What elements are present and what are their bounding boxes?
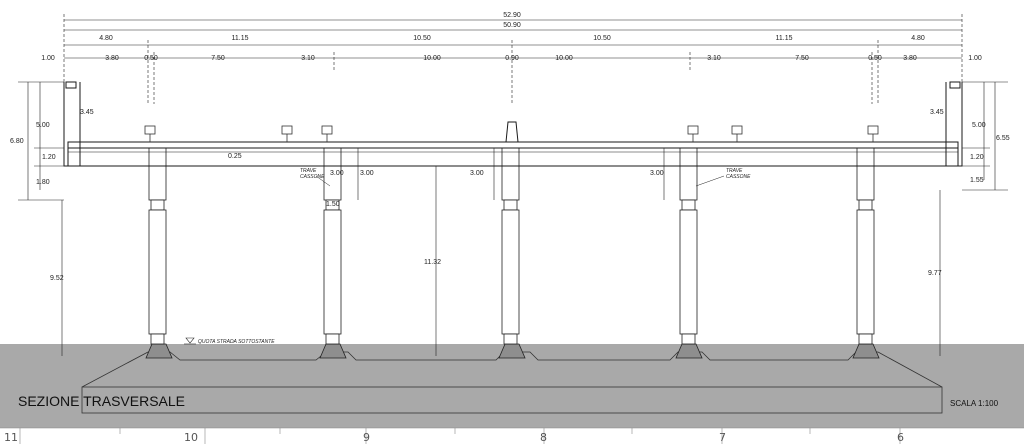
dim-left-1: 5.00: [36, 122, 50, 129]
dim-right-4: 1.55: [970, 177, 984, 184]
ruler-strip: [0, 428, 1024, 444]
dim-row1-1: 4.80: [99, 35, 113, 42]
dim-right-5: 9.77: [928, 270, 942, 277]
drawing-title: SEZIONE TRASVERSALE: [18, 393, 185, 409]
beam-label-left-2: CASSONE: [300, 174, 325, 180]
dim-row1-5: 11.15: [776, 35, 793, 42]
pier-4: [679, 147, 698, 345]
dim-left-2: 6.80: [10, 138, 24, 145]
dim-row2-9: 3.10: [707, 55, 721, 62]
piers: [148, 147, 875, 345]
ruler-label-6: 6: [897, 431, 904, 444]
dim-inner-7: 3.00: [650, 170, 664, 177]
dim-row1-2: 11.15: [232, 35, 249, 42]
pier-5: [856, 147, 875, 345]
dim-inner-3: 0.25: [228, 153, 242, 160]
ruler-label-3: 9: [363, 431, 370, 444]
dim-inner-9: 11.32: [424, 259, 441, 266]
dim-inner-4: 3.00: [360, 170, 374, 177]
ruler-label-2: 10: [184, 431, 198, 444]
dim-row2-3: 0.50: [144, 55, 158, 62]
dim-row1-6: 4.80: [911, 35, 925, 42]
dim-row2-13: 1.00: [968, 55, 982, 62]
dim-row2-6: 10.00: [423, 55, 441, 62]
dim-right-2: 6.55: [996, 135, 1010, 142]
dim-inner-1: 3.45: [80, 109, 94, 116]
top-dimension-lines: [63, 14, 963, 104]
dim-row2-2: 3.80: [105, 55, 119, 62]
road-level-label: QUOTA STRADA SOTTOSTANTE: [198, 339, 275, 345]
ruler-label-5: 7: [719, 431, 726, 444]
dim-row2-7: 0.90: [505, 55, 519, 62]
dim-row2-12: 3.80: [903, 55, 917, 62]
ground-area: [0, 344, 1024, 444]
ruler-label-1: 11: [4, 431, 18, 444]
scale-label: SCALA 1:100: [950, 399, 999, 408]
pier-2: [323, 147, 342, 345]
dim-inner-5: 3.00: [330, 170, 344, 177]
dim-inner-8: 1.50: [326, 201, 340, 208]
pier-3: [501, 147, 520, 345]
dim-row2-4: 7.50: [211, 55, 225, 62]
beam-label-left-1: TRAVE: [300, 168, 317, 174]
ruler-label-4: 8: [540, 431, 547, 444]
dim-inner-6: 3.00: [470, 170, 484, 177]
dim-row1-3: 10.50: [413, 35, 431, 42]
pier-1: [148, 147, 167, 345]
beam-label-right-2: CASSONE: [726, 174, 751, 180]
foundation-outline: [81, 386, 943, 414]
dim-left-4: 1.80: [36, 179, 50, 186]
dim-inner: 50.90: [503, 22, 521, 29]
beam-label-right-1: TRAVE: [726, 168, 743, 174]
dim-left-5: 9.52: [50, 275, 64, 282]
dim-right-3: 1.20: [970, 154, 984, 161]
dim-inner-2: 3.45: [930, 109, 944, 116]
dim-row2-11: 0.50: [868, 55, 882, 62]
dim-left-3: 1.20: [42, 154, 56, 161]
level-marker-icon: [185, 337, 195, 344]
dim-row2-8: 10.00: [555, 55, 573, 62]
ruler-ticks: [19, 428, 901, 444]
dim-row2-1: 1.00: [41, 55, 55, 62]
guardrails: [144, 125, 879, 142]
dim-right-1: 5.00: [972, 122, 986, 129]
side-dimension-lines: [18, 81, 1008, 356]
dim-row2-10: 7.50: [795, 55, 809, 62]
dim-overall: 52.90: [503, 12, 521, 19]
dim-row2-5: 3.10: [301, 55, 315, 62]
dim-row1-4: 10.50: [593, 35, 611, 42]
deck: [63, 81, 963, 167]
pier-bases: [145, 343, 880, 359]
